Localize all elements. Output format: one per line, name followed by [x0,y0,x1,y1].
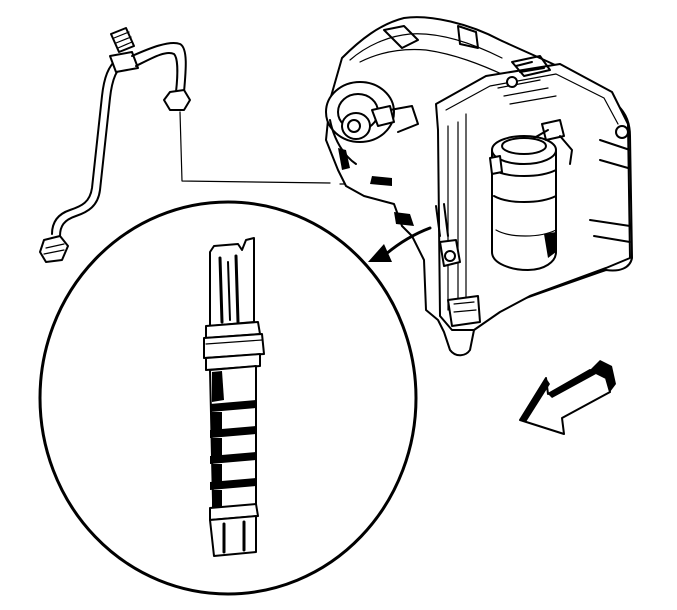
removal-arrow [368,226,432,262]
hvac-evaporator-module [325,16,633,357]
refrigerant-line [39,27,191,263]
expansion-tube-detail [38,200,418,596]
accumulator [489,119,573,271]
vehicle-front-direction-icon [519,360,616,435]
orifice-tube-icon [203,237,265,557]
